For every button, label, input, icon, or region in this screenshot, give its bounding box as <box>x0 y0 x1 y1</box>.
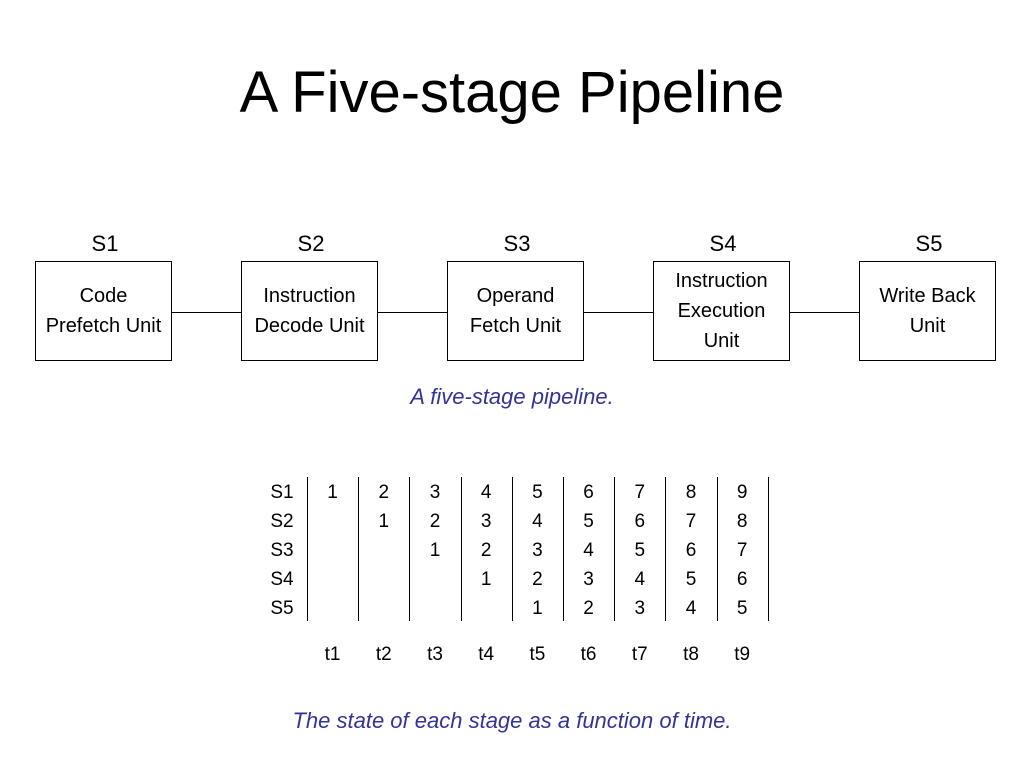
table-cell: 4 <box>685 598 697 619</box>
table-row-label: S2 <box>270 511 294 532</box>
table-row-label: S1 <box>270 482 294 503</box>
table-cell: 3 <box>532 540 543 561</box>
stage-label-s5: S5 <box>915 231 943 256</box>
stage-box-instruction-execution: Instruction Execution Unit <box>653 261 790 361</box>
stage-box-label: Instruction Execution Unit <box>675 270 768 352</box>
table-row-label: S3 <box>270 540 294 561</box>
table-cell: 6 <box>583 482 594 503</box>
table-cell: 6 <box>685 540 697 561</box>
table-grid-line <box>460 477 462 621</box>
table-grid-line <box>409 477 411 621</box>
table-cell: 1 <box>480 569 492 590</box>
table-cell: 6 <box>634 511 646 532</box>
table-cell: 4 <box>532 511 543 532</box>
table-cell: 9 <box>736 482 748 503</box>
table-cell: 1 <box>327 482 338 503</box>
time-label: t9 <box>734 644 751 665</box>
stage-label-s1: S1 <box>91 231 119 256</box>
time-label: t7 <box>631 644 648 665</box>
table-cell: 5 <box>532 482 543 503</box>
stage-box-code-prefetch: Code Prefetch Unit <box>35 261 172 361</box>
table-cell: 5 <box>634 540 646 561</box>
table-grid-line <box>307 477 308 621</box>
table-row-label: S5 <box>270 598 294 619</box>
stage-label-s2: S2 <box>297 231 325 256</box>
time-label: t8 <box>683 644 699 665</box>
table-grid-line <box>358 477 360 621</box>
table-cell: 8 <box>736 511 748 532</box>
table-cell: 4 <box>480 482 492 503</box>
stage-box-instruction-decode: Instruction Decode Unit <box>241 261 378 361</box>
table-cell: 7 <box>685 511 697 532</box>
table-cell: 2 <box>480 540 492 561</box>
stage-box-label: Write Back Unit <box>879 285 976 337</box>
connector-s4-s5 <box>790 312 859 313</box>
time-label: t6 <box>580 644 597 665</box>
table-cell: 3 <box>583 569 594 590</box>
table-cell: 5 <box>685 569 697 590</box>
table-cell: 7 <box>634 482 646 503</box>
table-cell: 1 <box>429 540 441 561</box>
table-cell: 5 <box>583 511 594 532</box>
table-cell: 4 <box>634 569 646 590</box>
stage-box-write-back: Write Back Unit <box>859 261 996 361</box>
table-cell: 2 <box>532 569 543 590</box>
slide-title: A Five-stage Pipeline <box>239 60 785 125</box>
table-grid-line <box>614 477 616 621</box>
stage-box-label: Instruction Decode Unit <box>254 285 365 337</box>
table-cell: 2 <box>429 511 441 532</box>
table-cell: 2 <box>378 482 390 503</box>
table-cell: 3 <box>429 482 441 503</box>
table-grid-line <box>511 477 513 621</box>
stage-label-s4: S4 <box>709 231 737 256</box>
stage-box-operand-fetch: Operand Fetch Unit <box>447 261 584 361</box>
time-label: t4 <box>478 644 495 665</box>
table-cell: 1 <box>378 511 390 532</box>
stage-box-label: Code Prefetch Unit <box>45 285 162 337</box>
table-cell: 7 <box>736 540 748 561</box>
connector-s2-s3 <box>378 312 447 313</box>
pipeline-caption: A five-stage pipeline. <box>410 384 614 409</box>
table-grid-line <box>665 477 667 621</box>
table-cell: 3 <box>480 511 492 532</box>
table-row-label: S4 <box>270 569 294 590</box>
time-label: t5 <box>529 644 546 665</box>
table-grid-line <box>716 477 718 621</box>
time-label: t2 <box>375 644 392 665</box>
table-grid-line <box>563 477 564 621</box>
table-cell: 5 <box>736 598 748 619</box>
table-cell: 6 <box>736 569 748 590</box>
table-cell: 2 <box>583 598 594 619</box>
table-cell: 1 <box>532 598 543 619</box>
stage-box-label: Operand Fetch Unit <box>469 285 562 337</box>
table-cell: 8 <box>685 482 697 503</box>
timing-table-caption: The state of each stage as a function of… <box>292 708 732 733</box>
time-label: t3 <box>427 644 443 665</box>
connector-s1-s2 <box>172 312 241 313</box>
table-cell: 4 <box>583 540 594 561</box>
stage-label-s3: S3 <box>503 231 531 256</box>
time-label: t1 <box>324 644 341 665</box>
connector-s3-s4 <box>584 312 653 313</box>
table-grid-line <box>767 477 769 621</box>
table-cell: 3 <box>634 598 646 619</box>
